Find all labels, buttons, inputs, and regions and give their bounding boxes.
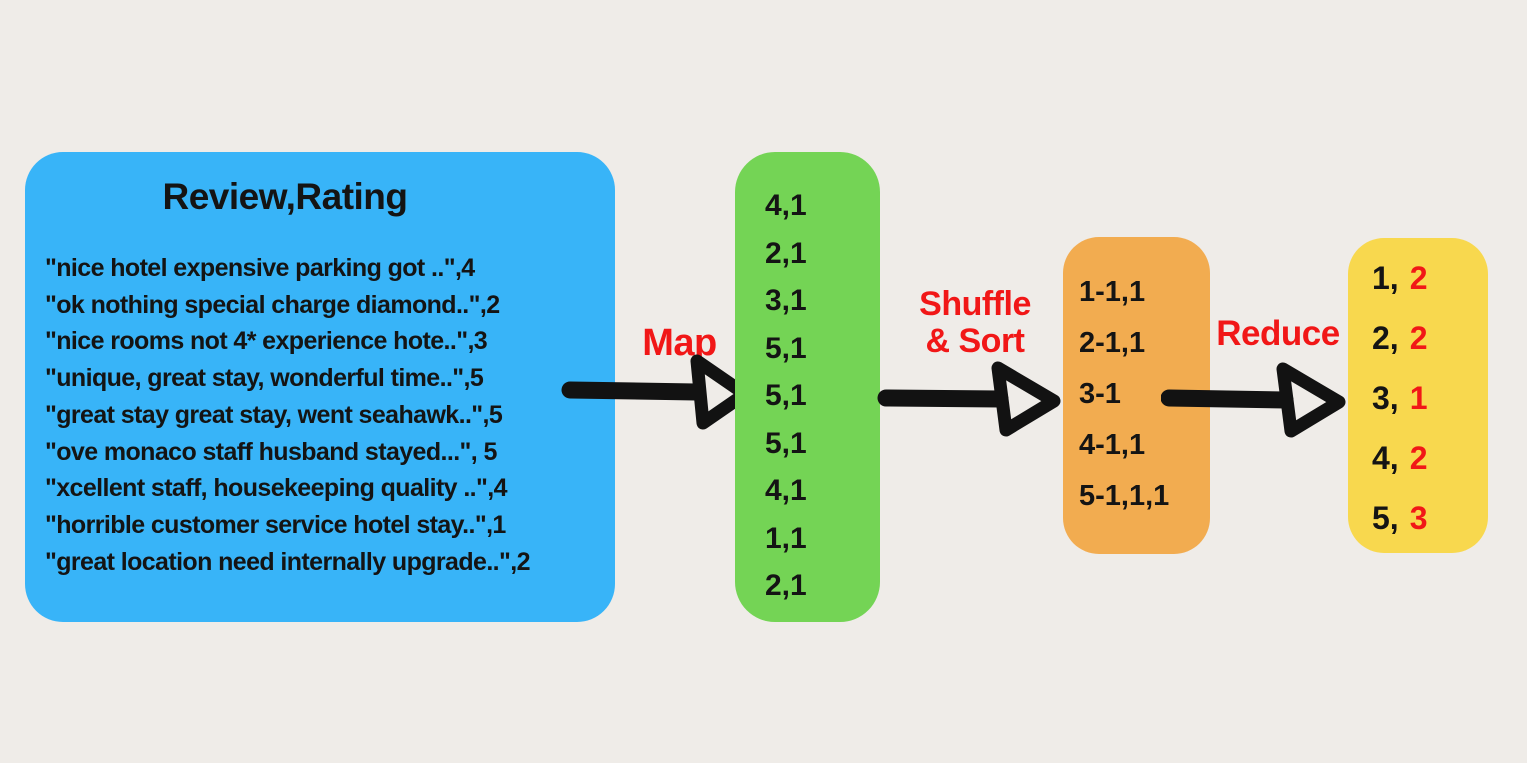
input-box-title: Review,Rating bbox=[162, 176, 408, 217]
grouped-pair: 4-1,1 bbox=[1079, 429, 1146, 461]
result-row: 5, 3 bbox=[1372, 488, 1488, 548]
map-pair: 2,1 bbox=[765, 569, 807, 602]
result-count: 1 bbox=[1409, 380, 1428, 416]
review-row: "unique, great stay, wonderful time..",5 bbox=[45, 364, 484, 393]
result-row: 1, 2 bbox=[1372, 248, 1488, 308]
result-count: 2 bbox=[1409, 440, 1428, 476]
result-row: 4, 2 bbox=[1372, 428, 1488, 488]
review-row: "great location need internally upgrade.… bbox=[45, 547, 531, 576]
map-pair: 5,1 bbox=[765, 331, 807, 365]
result-key: 4, bbox=[1372, 440, 1399, 476]
review-row: "xcellent staff, housekeeping quality ..… bbox=[45, 474, 508, 503]
grouped-pair: 1-1,1 bbox=[1079, 276, 1146, 308]
map-pair: 3,1 bbox=[765, 284, 807, 317]
map-pair: 5,1 bbox=[765, 426, 807, 460]
input-reviews-box: Review,Rating "nice hotel expensive park… bbox=[25, 152, 615, 622]
grouped-pair: 2-1,1 bbox=[1079, 327, 1146, 359]
review-row: "horrible customer service hotel stay.."… bbox=[45, 510, 506, 539]
reduce-arrow-icon bbox=[1161, 362, 1346, 438]
grouped-pair: 5-1,1,1 bbox=[1079, 480, 1170, 512]
shuffle-sort-stage-label: Shuffle & Sort bbox=[880, 286, 1070, 360]
review-list: "nice hotel expensive parking got ..",4 … bbox=[45, 250, 607, 580]
map-pair: 5,1 bbox=[765, 379, 807, 412]
result-count: 2 bbox=[1409, 320, 1428, 356]
result-key: 2, bbox=[1372, 320, 1399, 356]
result-count: 2 bbox=[1409, 260, 1428, 296]
shuffle-label-line2: & Sort bbox=[925, 322, 1026, 360]
result-row: 3, 1 bbox=[1372, 368, 1488, 428]
shuffle-sort-arrow-icon bbox=[877, 361, 1061, 437]
review-row: "nice hotel expensive parking got ..",4 bbox=[45, 254, 475, 282]
shuffle-label-line1: Shuffle bbox=[919, 285, 1031, 323]
review-row: "ok nothing special charge diamond..",2 bbox=[45, 290, 500, 319]
map-pair: 4,1 bbox=[765, 189, 807, 222]
result-key: 5, bbox=[1372, 500, 1399, 536]
review-row: "nice rooms not 4* experience hote..",3 bbox=[45, 327, 488, 356]
map-stage-label: Map bbox=[642, 322, 717, 364]
reduce-stage-label: Reduce bbox=[1216, 314, 1340, 353]
result-count: 3 bbox=[1409, 500, 1428, 536]
reduce-output-box: 1, 2 2, 2 3, 1 4, 2 5, 3 bbox=[1348, 238, 1488, 553]
map-pair: 1,1 bbox=[765, 521, 807, 555]
result-key: 3, bbox=[1372, 380, 1399, 416]
grouped-pair: 3-1 bbox=[1079, 378, 1121, 410]
review-row: "ove monaco staff husband stayed...", 5 bbox=[45, 437, 497, 466]
result-row: 2, 2 bbox=[1372, 308, 1488, 368]
map-pair: 2,1 bbox=[765, 236, 807, 270]
map-arrow-icon bbox=[561, 354, 752, 430]
result-key: 1, bbox=[1372, 260, 1399, 296]
map-pair: 4,1 bbox=[765, 474, 807, 507]
map-output-box: 4,1 2,1 3,1 5,1 5,1 5,1 4,1 1,1 2,1 bbox=[735, 152, 880, 622]
review-row: "great stay great stay, went seahawk..",… bbox=[45, 400, 503, 429]
